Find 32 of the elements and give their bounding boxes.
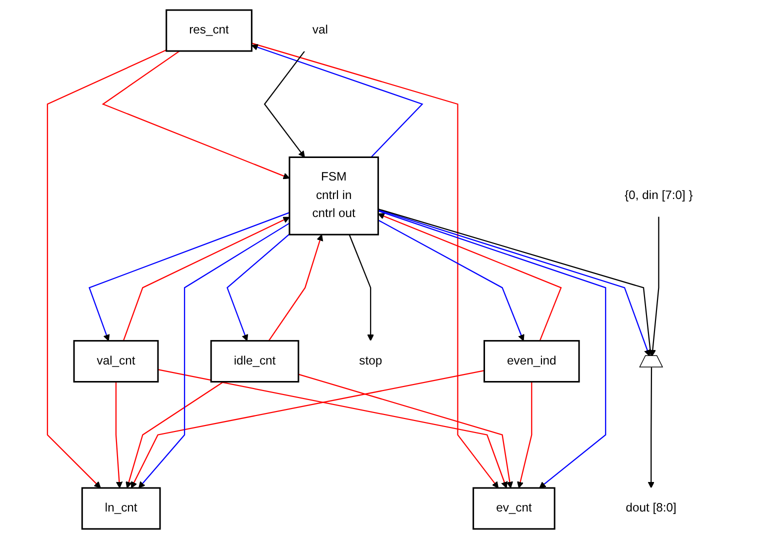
node-text: stop (359, 354, 382, 368)
arrow (226, 234, 290, 342)
arrow (649, 216, 660, 356)
node-box: res_cnt (166, 9, 252, 52)
node-text: dout [8:0] (626, 502, 676, 515)
node-box: val_cnt (73, 340, 159, 383)
arrow (102, 50, 290, 180)
node-text: {0, din [7:0] } (624, 189, 693, 202)
arrow (46, 49, 167, 488)
arrow (378, 213, 562, 342)
arrow (298, 374, 514, 488)
arrow (378, 210, 606, 488)
node-box: ln_cnt (81, 487, 161, 530)
arrow (378, 220, 524, 342)
arrow (126, 381, 224, 488)
arrow (88, 212, 290, 342)
arrow (252, 42, 499, 488)
node-text: val (312, 24, 328, 37)
node-box: FSM cntrl in cntrl out (288, 156, 379, 236)
node-trapezoid (639, 355, 664, 368)
arrow (517, 382, 532, 488)
arrow (115, 382, 123, 488)
arrow (122, 216, 290, 341)
arrow (648, 367, 654, 488)
node-box: even_ind (484, 340, 580, 383)
arrow (251, 44, 424, 158)
arrow (138, 222, 290, 488)
arrow (268, 234, 324, 342)
arrow (348, 234, 374, 342)
node-box: ev_cnt (472, 487, 556, 530)
arrow (264, 50, 306, 158)
node-box: idle_cnt (210, 340, 300, 383)
